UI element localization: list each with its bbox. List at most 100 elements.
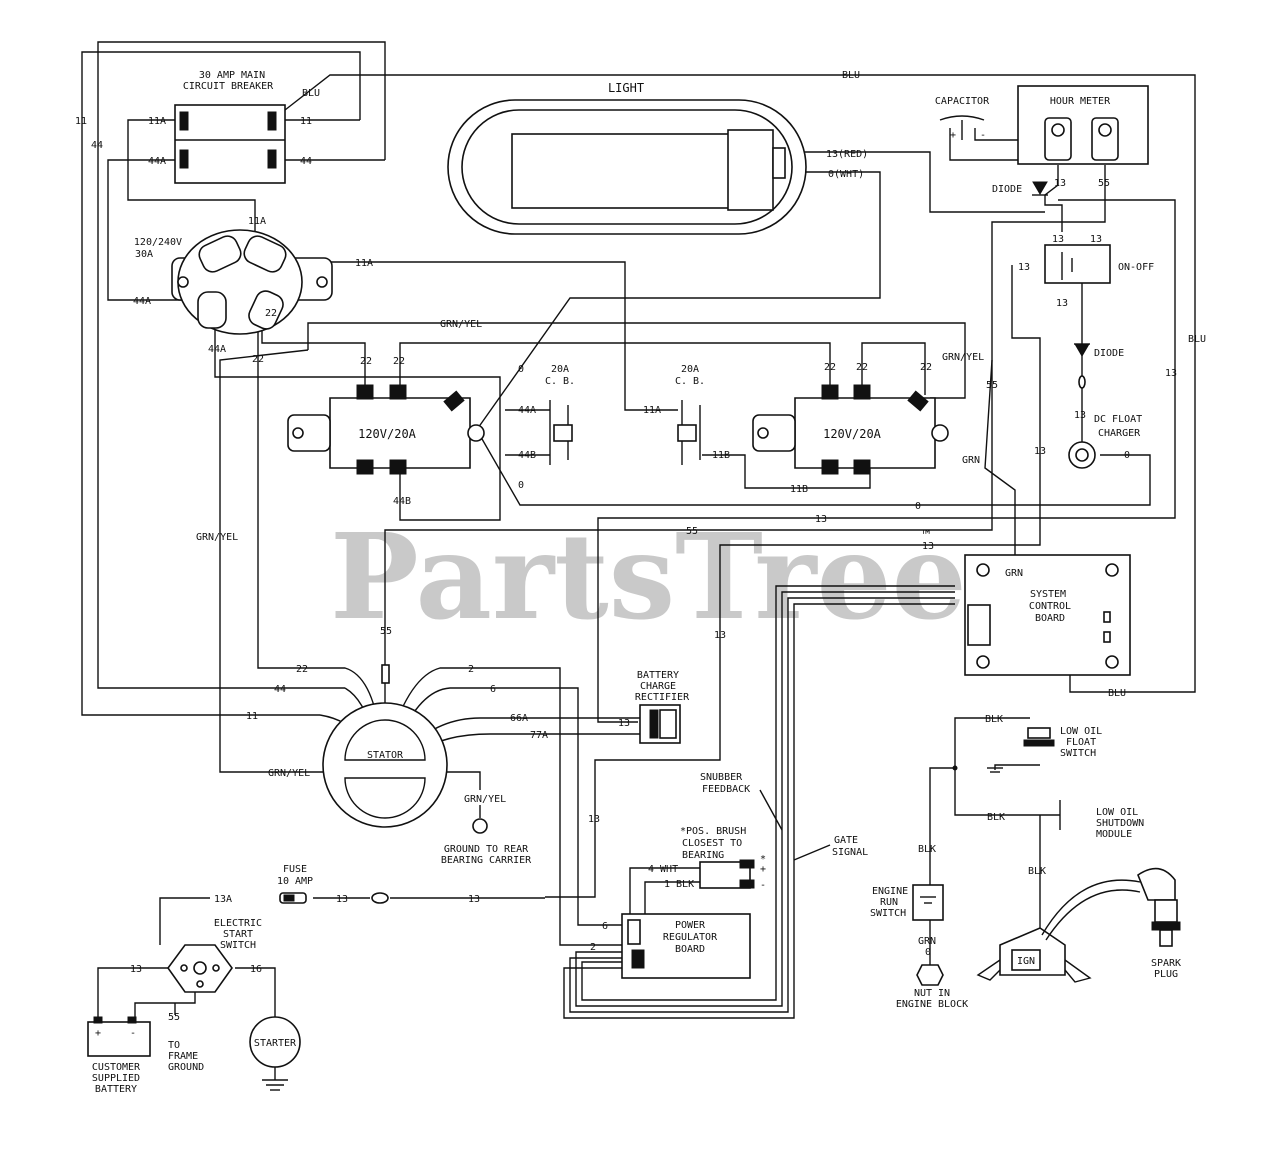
wire-label-grn-yel-ground: GRN/YEL	[464, 794, 506, 805]
rectifier-label-3: RECTIFIER	[635, 692, 690, 703]
wire-55-battery	[134, 990, 196, 1018]
scb-label-1: SYSTEM	[1030, 589, 1066, 600]
wire-label-11a-long: 11A	[355, 258, 373, 269]
gate-label-1: GATE	[834, 835, 858, 846]
wire-label-44b-left: 44B	[393, 496, 411, 507]
scb-label-3: BOARD	[1035, 613, 1065, 624]
starter-motor	[249, 1016, 301, 1091]
brush-minus: -	[760, 880, 766, 891]
wire-22c	[861, 342, 926, 395]
wire-label-55-battery: 55	[168, 1012, 180, 1023]
wire-label-6-reg: 6	[602, 921, 608, 932]
wire-13-rect	[597, 199, 1176, 723]
wire-grn-yel-top	[307, 322, 966, 399]
wire-label-0-left: 0	[518, 364, 524, 375]
wire-13-long	[545, 265, 1041, 898]
wire-label-0-run: 0	[925, 947, 931, 958]
wire-55	[384, 165, 1106, 720]
wire-label-55-hm: 55	[1098, 178, 1110, 189]
wire-label-13-reg: 13	[588, 814, 600, 825]
regulator-label-2: REGULATOR	[663, 932, 718, 943]
capacitor-symbol	[939, 115, 985, 121]
gate-label-2: SIGNAL	[832, 847, 868, 858]
hour-meter	[1017, 85, 1149, 165]
wire-label-13-sw-b: 13	[1090, 234, 1102, 245]
cb20-right-label-1: 20A	[681, 364, 699, 375]
brush-assembly	[699, 859, 755, 889]
snubber-label-1: SNUBBER	[700, 772, 743, 783]
spark-label-2: PLUG	[1154, 969, 1178, 980]
wire-0-float	[477, 431, 1151, 506]
low-oil-shutdown-label-2: SHUTDOWN	[1096, 818, 1144, 829]
ign-label: IGN	[1017, 956, 1035, 967]
inline-connector	[371, 892, 389, 904]
wire-label-13-mid: 13	[1034, 446, 1046, 457]
wire-77a	[417, 733, 640, 753]
wire-label-grn-yel-left: GRN/YEL	[196, 532, 238, 543]
wire-label-44a-cb: 44A	[518, 405, 536, 416]
wire-label-44-stator: 44	[274, 684, 286, 695]
wire-label-0-charger: 0	[1124, 450, 1130, 461]
junction-dot	[952, 765, 958, 771]
stator	[322, 702, 448, 828]
ground-rear-label-2: BEARING CARRIER	[441, 855, 532, 866]
wire-label-grn-scb: GRN	[1005, 568, 1023, 579]
regulator-label-3: BOARD	[675, 944, 705, 955]
wire-label-6-stator: 6	[490, 684, 496, 695]
wire-label-77a: 77A	[530, 730, 548, 741]
wire-label-22-right-a: 22	[824, 362, 836, 373]
battery-label-2: SUPPLIED	[92, 1073, 140, 1084]
start-switch-label-1: ELECTRIC	[214, 918, 262, 929]
electric-start-switch	[167, 944, 233, 993]
nut-label-1: NUT IN	[914, 988, 950, 999]
wire-label-13-charger: 13	[1074, 410, 1086, 421]
brush-star: *	[760, 854, 766, 865]
low-oil-float-label-2: FLOAT	[1066, 737, 1096, 748]
wire-label-22-twist: 22	[265, 308, 277, 319]
wire-label-blu-scb: BLU	[1108, 688, 1126, 699]
engine-run-switch	[912, 884, 944, 921]
stator-label: STATOR	[367, 750, 404, 761]
wire-label-44b-cb: 44B	[518, 450, 536, 461]
nut-label-2: ENGINE BLOCK	[896, 999, 968, 1010]
wire-13-battery	[97, 967, 175, 1018]
frame-ground-label-3: GROUND	[168, 1062, 204, 1073]
fuse-label-2: 10 AMP	[277, 876, 313, 887]
wire-label-grn-yel-top: GRN/YEL	[440, 319, 482, 330]
wire-label-11b-cb: 11B	[712, 450, 730, 461]
capacitor-label: CAPACITOR	[935, 96, 990, 107]
ignition-module	[976, 879, 1141, 983]
fuse-label-1: FUSE	[283, 864, 307, 875]
wire-11b	[702, 454, 871, 489]
on-off-switch	[1044, 244, 1111, 284]
wire-label-2-reg: 2	[590, 942, 596, 953]
receptacle-right	[752, 384, 949, 475]
wire-label-4-wht: 4 WHT	[648, 864, 678, 875]
wire-label-blk-shutdown: BLK	[987, 812, 1005, 823]
brush-label-3: BEARING	[682, 850, 724, 861]
wire-label-13-sw-c: 13	[1018, 262, 1030, 273]
wire-label-44a-twist: 44A	[133, 296, 151, 307]
low-oil-shutdown-label-3: MODULE	[1096, 829, 1132, 840]
diode-charger-label: DIODE	[1094, 348, 1124, 359]
wire-snubber-2	[575, 591, 955, 1007]
wire-label-blk-oil: BLK	[985, 714, 1003, 725]
receptacle-left-label: 120V/20A	[358, 427, 417, 441]
wire-label-blu-right: BLU	[1188, 334, 1206, 345]
battery-label-1: CUSTOMER	[92, 1062, 141, 1073]
wire-label-2-stator: 2	[468, 664, 474, 675]
trademark: ™	[922, 528, 930, 544]
wire-label-22-down: 22	[252, 354, 264, 365]
wire-label-11a-cb: 11A	[643, 405, 661, 416]
wire-label-22-right-c: 22	[920, 362, 932, 373]
diode-connector	[1078, 375, 1086, 389]
wire-label-grn-yel-right: GRN/YEL	[942, 352, 984, 363]
circuit-breaker-20a-left	[549, 400, 573, 465]
wire-label-22-stator: 22	[296, 664, 308, 675]
low-oil-float-label-1: LOW OIL	[1060, 726, 1102, 737]
stator-connector	[381, 664, 390, 684]
wire-label-red: 13(RED)	[826, 149, 868, 160]
wire-label-13-bus-b: 13	[922, 541, 934, 552]
wire-label-16: 16	[250, 964, 262, 975]
wire-1-blk	[644, 881, 700, 918]
